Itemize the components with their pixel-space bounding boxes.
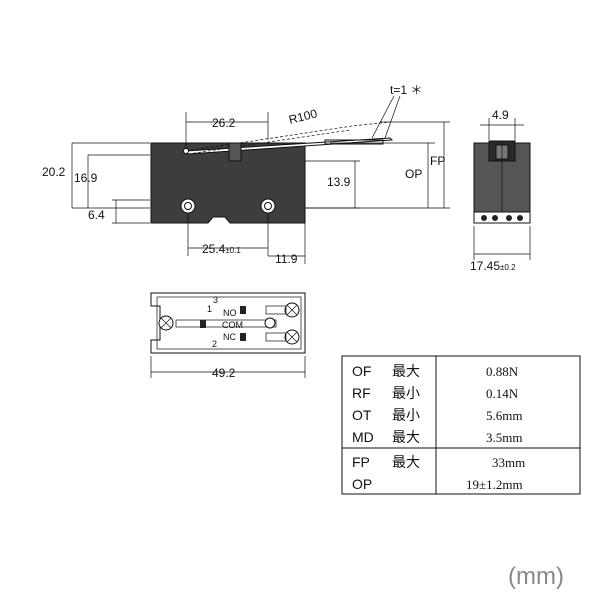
dim-r100: R100 [287,106,319,127]
front-view: 26.2 R100 t=1 ＊ 20.2 16.9 6.4 13.9 OP FP [42,83,450,266]
dim-fp: FP [430,154,445,168]
spec-ot-qual: 最小 [392,407,420,423]
spec-fp-qual: 最大 [392,454,420,470]
pin-3-label: 3 [213,295,218,305]
spec-ot-value: 5.6mm [486,408,522,423]
dim-6-4: 6.4 [88,208,105,222]
spec-of-value: 0.88N [486,364,519,379]
bottom-view: 3 1 2 NO COM NC 49.2 [150,292,306,380]
switch-body [150,142,306,224]
spec-md-param: MD [352,429,374,445]
dim-4-9: 4.9 [492,108,509,122]
side-view: 4.9 17.45±0.2 [470,108,531,273]
dim-17-45: 17.45±0.2 [470,259,516,273]
spec-op-param: OP [352,476,372,492]
spec-of-qual: 最大 [392,363,420,379]
spec-fp-param: FP [352,454,370,470]
spec-fp-value: 33mm [492,455,525,470]
dim-20-2: 20.2 [42,165,66,179]
spec-table: OF 最大 0.88N RF 最小 0.14N OT 最小 5.6mm MD 最… [341,355,581,495]
dim-13-9: 13.9 [327,175,351,189]
dim-16-9: 16.9 [74,171,98,185]
nc-label: NC [223,332,236,342]
bottom-body [150,292,306,354]
com-label: COM [222,320,243,330]
spec-rf-qual: 最小 [392,385,420,401]
spec-ot-param: OT [352,407,372,423]
pin-1-label: 1 [207,304,212,314]
spec-md-qual: 最大 [392,429,420,445]
spec-group-1: OF 最大 0.88N RF 最小 0.14N OT 最小 5.6mm MD 最… [352,363,522,445]
dim-thickness: t=1 ＊ [390,83,422,97]
no-label: NO [223,308,237,318]
unit-label: (mm) [508,563,564,590]
pin-2-label: 2 [212,339,217,349]
lever-free-position [324,139,384,145]
spec-group-2: FP 最大 33mm OP 19±1.2mm [352,454,525,492]
dim-26-2: 26.2 [212,116,236,130]
plunger [228,142,242,162]
dim-op: OP [405,167,422,181]
spec-rf-param: RF [352,385,371,401]
lever-pivot [183,148,189,154]
spec-md-value: 3.5mm [486,430,522,445]
dim-11-9: 11.9 [275,252,298,266]
spec-op-value: 19±1.2mm [466,477,523,492]
spec-rf-value: 0.14N [486,386,519,401]
dim-25-4: 25.4±0.1 [202,242,241,256]
spec-of-param: OF [352,363,371,379]
dim-49-2: 49.2 [212,366,236,380]
